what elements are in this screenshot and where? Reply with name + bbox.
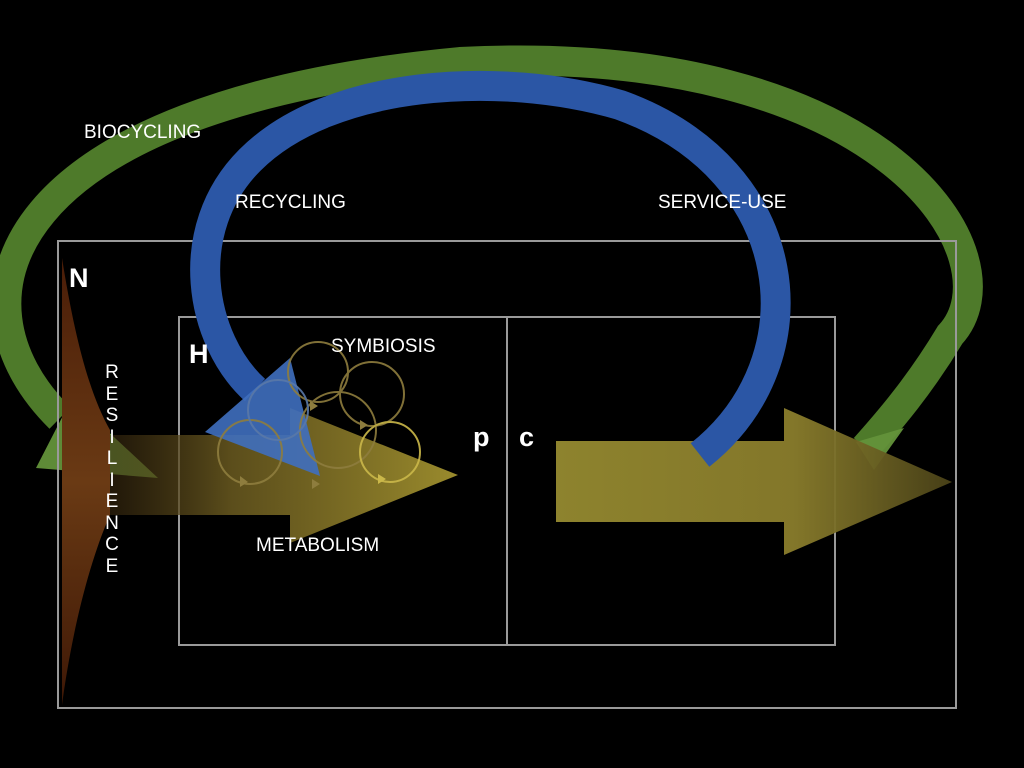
resilience-letter: E — [105, 383, 119, 405]
biocycling-loop — [0, 45, 983, 458]
recycling-label: RECYCLING — [235, 192, 346, 213]
resilience-letter: I — [109, 469, 115, 491]
resilience-letter: N — [105, 512, 119, 534]
resilience-label: R E S I L I E N C E — [102, 362, 122, 577]
symbiosis-arrow-tips — [240, 401, 386, 489]
c-label: c — [519, 422, 535, 452]
p-label: p — [473, 422, 490, 452]
service-flow-arrow — [556, 408, 952, 555]
resilience-letter: E — [105, 491, 119, 512]
service-use-label: SERVICE-USE — [658, 192, 787, 213]
symbiosis-label: SYMBIOSIS — [331, 336, 436, 357]
metabolism-label: METABOLISM — [256, 535, 380, 556]
recycling-loop — [190, 70, 791, 467]
biocycling-label: BIOCYCLING — [84, 122, 202, 143]
resilience-letter: S — [105, 405, 119, 426]
resilience-letter: C — [105, 534, 119, 555]
resilience-letter: I — [109, 426, 115, 448]
n-label: N — [69, 263, 89, 293]
resilience-letter: R — [105, 362, 119, 383]
resilience-funnel — [62, 258, 110, 705]
frame-n — [57, 240, 957, 709]
resilience-letter: E — [105, 555, 119, 577]
h-label: H — [189, 339, 209, 369]
resilience-letter: L — [106, 448, 118, 469]
symbiosis-loops — [217, 341, 421, 485]
metabolism-flow-arrow — [110, 408, 458, 543]
